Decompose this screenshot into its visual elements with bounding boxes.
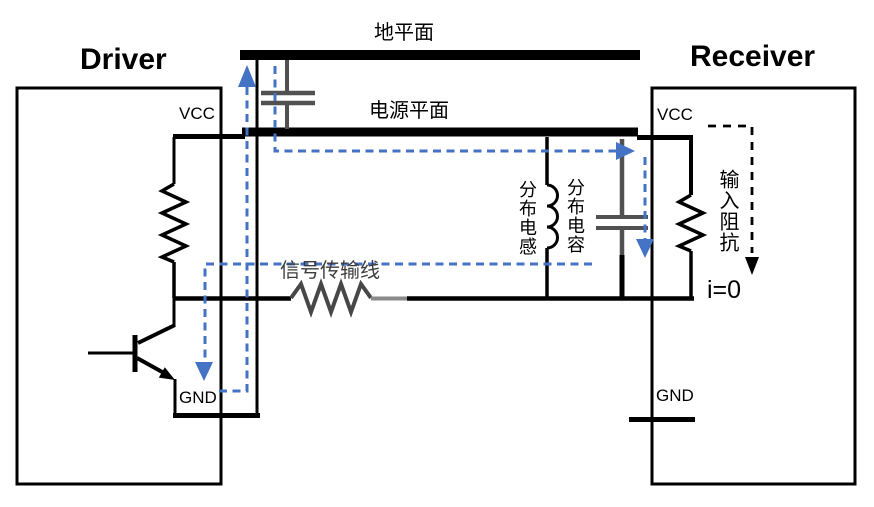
power-plane-label: 电源平面 (369, 100, 449, 122)
distributed-capacitance-label: 分布电容 (565, 178, 585, 254)
receiver-gnd-label: GND (656, 386, 694, 405)
transistor-collector-diagonal (137, 323, 176, 345)
receiver-box (650, 86, 857, 486)
ground-plane-label: 地平面 (374, 22, 434, 44)
zero-current-arrowhead (745, 257, 759, 275)
forward-path-right-arrowhead (616, 142, 635, 160)
transmission-line-resistor (289, 278, 373, 318)
forward-path-down-arrowhead (636, 239, 654, 258)
input-impedance-resistor (674, 193, 708, 253)
distributed-inductor-coil (546, 183, 559, 250)
return-path-down-arrowhead (195, 362, 213, 381)
driver-gnd-label: GND (179, 388, 217, 407)
return-path-ground-via (214, 87, 249, 393)
distributed-inductance-label: 分布电感 (517, 180, 537, 256)
receiver-title: Receiver (690, 40, 816, 73)
pullup-resistor (157, 182, 191, 264)
transistor-emitter-diagonal (136, 356, 165, 375)
return-path-up-arrowhead (238, 65, 256, 87)
transistor-emitter-arrowhead (158, 367, 175, 380)
driver-title: Driver (80, 43, 167, 76)
signal-line-label: 信号传输线 (280, 260, 380, 282)
driver-box (15, 86, 223, 486)
zero-current-label: i=0 (707, 276, 742, 304)
return-path-signal-line (203, 262, 592, 362)
driver-vcc-label: VCC (179, 104, 215, 123)
input-impedance-label: 输入阻抗 (716, 169, 738, 253)
forward-path-power-plane (273, 66, 616, 153)
receiver-vcc-label: VCC (657, 105, 693, 124)
